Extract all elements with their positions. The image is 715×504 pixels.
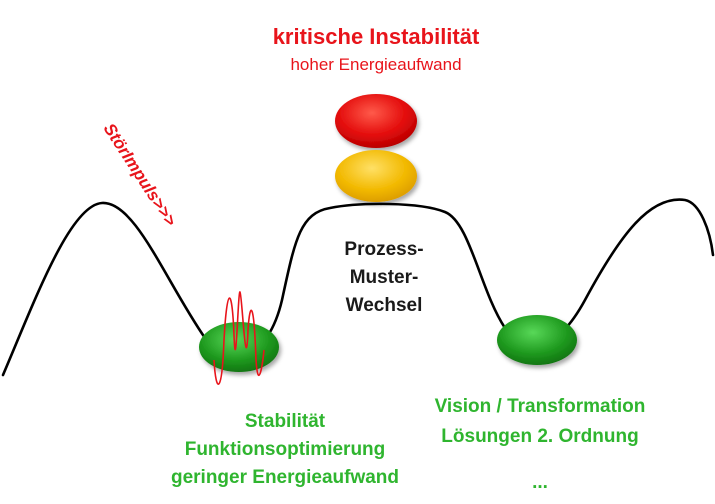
red-ball bbox=[335, 94, 417, 148]
disturbance-wave bbox=[213, 291, 265, 385]
left-green-ball bbox=[199, 322, 279, 372]
landscape-curve bbox=[1, 198, 715, 377]
right-green-ball bbox=[497, 315, 577, 365]
left-state-line-2: Funktionsoptimierung bbox=[184, 439, 386, 460]
center-line-1: Prozess- bbox=[344, 239, 424, 260]
left-state-label: Stabilität Funktionsoptimierung geringer… bbox=[160, 408, 410, 492]
yellow-ball bbox=[335, 150, 417, 202]
center-label: Prozess- Muster- Wechsel bbox=[314, 236, 454, 320]
right-state-line-1: Vision / Transformation bbox=[434, 396, 646, 417]
center-line-3: Wechsel bbox=[345, 295, 423, 316]
right-state-line-3: ... bbox=[532, 472, 548, 493]
center-line-2: Muster- bbox=[349, 267, 419, 288]
instability-subtitle: hoher Energieaufwand bbox=[290, 55, 462, 74]
left-state-line-1: Stabilität bbox=[244, 411, 326, 432]
right-state-line-2: Lösungen 2. Ordnung bbox=[441, 426, 639, 447]
instability-title: kritische Instabilität bbox=[272, 24, 480, 49]
impulse-label: StörImpuls>>> bbox=[100, 120, 181, 230]
left-state-line-3: geringer Energieaufwand bbox=[170, 467, 400, 488]
right-state-label: Vision / Transformation Lösungen 2. Ordn… bbox=[405, 393, 675, 497]
